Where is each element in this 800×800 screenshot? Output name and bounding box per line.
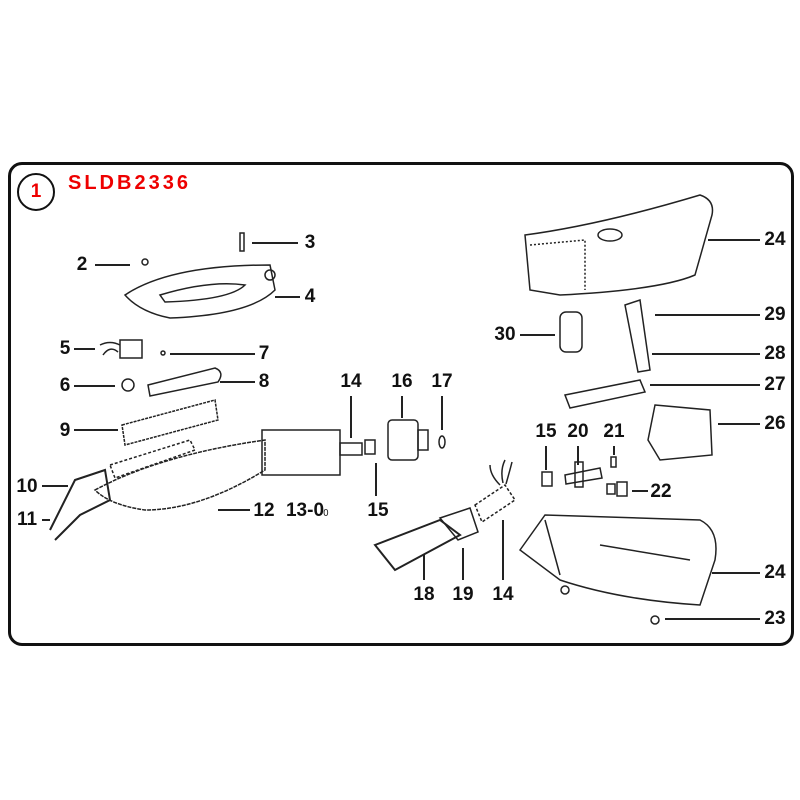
callout-13: 13-0 (285, 500, 325, 521)
callout-18: 18 (413, 584, 435, 605)
callout-21: 21 (603, 421, 625, 442)
callout-19: 19 (452, 584, 474, 605)
callout-24: 24 (764, 229, 786, 250)
hose-assembly (373, 459, 517, 572)
callout-12: 12 (253, 500, 275, 521)
diagram-title: SLDB2336 (68, 172, 191, 194)
callout-26: 26 (764, 413, 786, 434)
leader-lines (42, 239, 760, 620)
callout-22: 22 (650, 481, 672, 502)
handle-cover-part (123, 232, 276, 319)
callout-20: 20 (567, 421, 589, 442)
callout-4: 4 (304, 286, 316, 307)
upper-nozzle-part (524, 194, 714, 296)
callout-16: 16 (391, 371, 413, 392)
switch-parts (99, 339, 222, 446)
callout-28: 28 (764, 343, 786, 364)
callout-27: 27 (764, 374, 786, 395)
callout-17: 17 (431, 371, 453, 392)
callout-14b: 14 (492, 584, 514, 605)
callout-24b: 24 (764, 562, 786, 583)
callout-5: 5 (59, 338, 71, 359)
callout-14: 14 (340, 371, 362, 392)
callout-10: 10 (16, 476, 38, 497)
diagram-frame (8, 162, 794, 646)
figure-index-badge: 1 (17, 173, 55, 211)
parts-28-29-30 (559, 299, 713, 461)
callout-6: 6 (59, 375, 71, 396)
callout-7: 7 (258, 343, 270, 364)
callout-15: 15 (367, 500, 389, 521)
svg-text:0: 0 (323, 508, 329, 519)
callout-3: 3 (304, 232, 316, 253)
callout-9: 9 (59, 420, 71, 441)
callout-23: 23 (764, 608, 786, 629)
callout-30: 30 (494, 324, 516, 345)
callout-29: 29 (764, 304, 786, 325)
lower-nozzle-part (518, 514, 717, 625)
connector-16-17 (387, 419, 446, 461)
lower-handle-part: 0 (49, 429, 376, 541)
callout-11: 11 (16, 509, 38, 530)
callout-15b: 15 (535, 421, 557, 442)
callout-2: 2 (76, 254, 88, 275)
callout-8: 8 (258, 371, 270, 392)
small-fittings (541, 456, 628, 497)
